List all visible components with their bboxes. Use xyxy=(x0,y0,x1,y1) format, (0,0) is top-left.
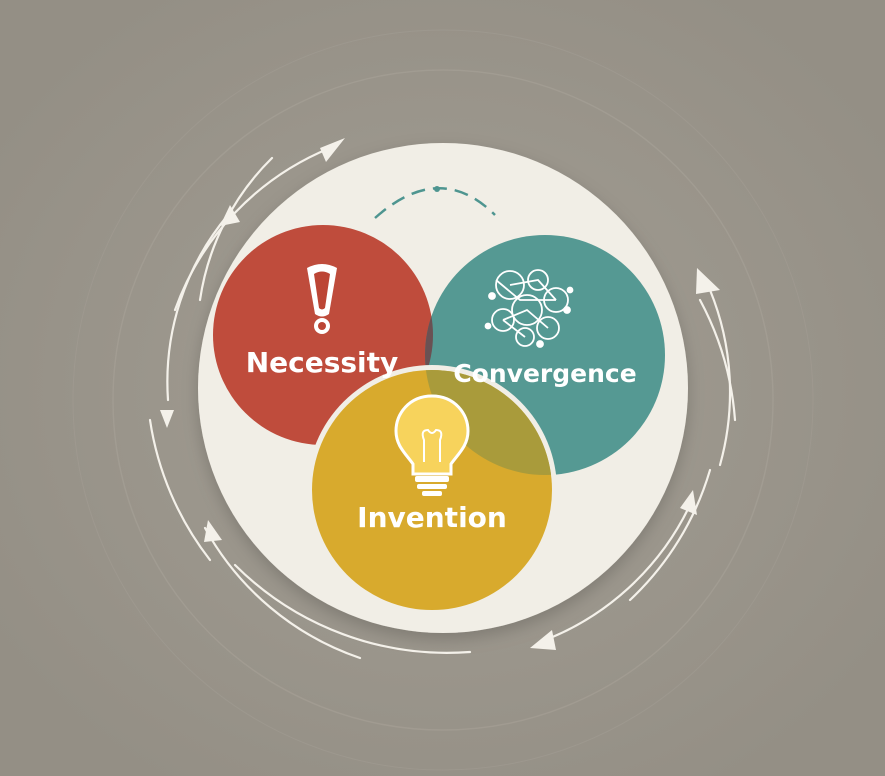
arrowhead-top-right xyxy=(320,138,345,162)
convergence-label: Convergence xyxy=(453,359,636,388)
lightbulb-icon xyxy=(394,394,470,496)
arrowheads xyxy=(160,138,720,650)
exclamation-icon xyxy=(307,264,337,334)
arc-arrow-bottom-right xyxy=(538,503,692,644)
connector-dot xyxy=(434,186,440,192)
arrowhead-bottom-right xyxy=(530,630,556,650)
invention-label: Invention xyxy=(357,501,507,534)
arc-line-bottom-long xyxy=(233,563,472,654)
arc-arrow-bottom-left xyxy=(203,526,362,660)
network-icon xyxy=(484,269,574,348)
arrowhead-lower-left xyxy=(204,520,222,542)
cycle-arrows xyxy=(148,146,737,660)
faint-outer-ring-2 xyxy=(72,29,814,771)
arc-line-right-inner xyxy=(698,298,737,422)
arrowhead-right-up xyxy=(696,268,720,294)
arrowhead-left-down xyxy=(160,410,174,428)
arc-arrow-left xyxy=(166,213,230,402)
arrowhead-right-lower xyxy=(680,490,697,515)
arc-line-left-lower xyxy=(148,418,212,562)
necessity-label: Necessity xyxy=(246,346,399,379)
arrowhead-left-up xyxy=(220,205,240,226)
invention-convergence-overlap xyxy=(425,370,552,475)
arc-line-right-lower xyxy=(628,468,712,602)
faint-outer-ring xyxy=(112,69,774,731)
